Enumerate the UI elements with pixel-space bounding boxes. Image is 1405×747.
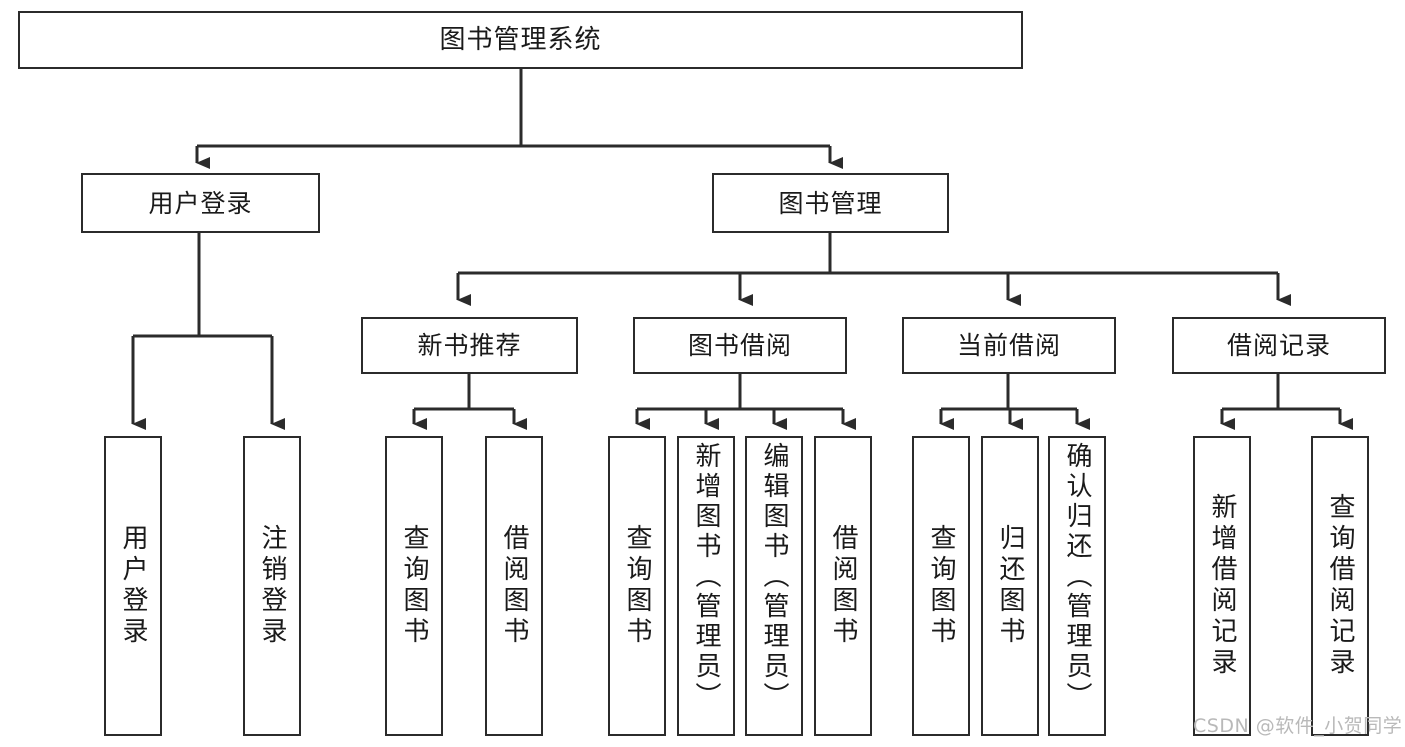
node-label: 查询图书 xyxy=(622,524,652,648)
node-new-book-recommendation[interactable]: 新书推荐 xyxy=(361,317,578,374)
node-label: 查询图书 xyxy=(399,524,429,648)
node-label: 用户登录 xyxy=(118,524,148,648)
csdn-watermark: CSDN @软件_小贺同学 xyxy=(1193,715,1403,737)
node-label: 注销登录 xyxy=(257,524,287,648)
leaf-confirm-return-admin[interactable]: 确认归还（管理员） xyxy=(1048,436,1106,736)
node-label: 图书管理系统 xyxy=(439,25,602,55)
leaf-query-book-current[interactable]: 查询图书 xyxy=(912,436,970,736)
leaf-edit-book-admin[interactable]: 编辑图书（管理员） xyxy=(745,436,803,736)
node-label: 确认归还（管理员） xyxy=(1062,442,1092,712)
leaf-return-book[interactable]: 归还图书 xyxy=(981,436,1039,736)
node-label: 借阅记录 xyxy=(1226,331,1331,360)
node-label: 图书借阅 xyxy=(687,331,792,360)
node-user-login[interactable]: 用户登录 xyxy=(81,173,320,233)
leaf-borrow-book-borrowing[interactable]: 借阅图书 xyxy=(814,436,872,736)
leaf-query-book-recommendation[interactable]: 查询图书 xyxy=(385,436,443,736)
node-label: 新增借阅记录 xyxy=(1207,493,1237,679)
leaf-add-borrow-record[interactable]: 新增借阅记录 xyxy=(1193,436,1251,736)
node-current-borrowing[interactable]: 当前借阅 xyxy=(902,317,1116,374)
node-label: 借阅图书 xyxy=(499,524,529,648)
node-root-system[interactable]: 图书管理系统 xyxy=(18,11,1023,69)
node-label: 新增图书（管理员） xyxy=(691,442,721,712)
node-label: 编辑图书（管理员） xyxy=(759,442,789,712)
leaf-user-login[interactable]: 用户登录 xyxy=(104,436,162,736)
node-borrow-records[interactable]: 借阅记录 xyxy=(1172,317,1386,374)
node-label: 当前借阅 xyxy=(956,331,1061,360)
node-label: 图书管理 xyxy=(778,188,883,218)
node-label: 查询借阅记录 xyxy=(1325,493,1355,679)
leaf-add-book-admin[interactable]: 新增图书（管理员） xyxy=(677,436,735,736)
node-label: 用户登录 xyxy=(148,188,253,218)
node-label: 新书推荐 xyxy=(417,331,522,360)
node-book-management[interactable]: 图书管理 xyxy=(712,173,949,233)
leaf-user-logout[interactable]: 注销登录 xyxy=(243,436,301,736)
leaf-borrow-book-recommendation[interactable]: 借阅图书 xyxy=(485,436,543,736)
leaf-query-book-borrowing[interactable]: 查询图书 xyxy=(608,436,666,736)
leaf-query-borrow-record[interactable]: 查询借阅记录 xyxy=(1311,436,1369,736)
node-label: 借阅图书 xyxy=(828,524,858,648)
node-label: 归还图书 xyxy=(995,524,1025,648)
node-book-borrowing[interactable]: 图书借阅 xyxy=(633,317,847,374)
node-label: 查询图书 xyxy=(926,524,956,648)
